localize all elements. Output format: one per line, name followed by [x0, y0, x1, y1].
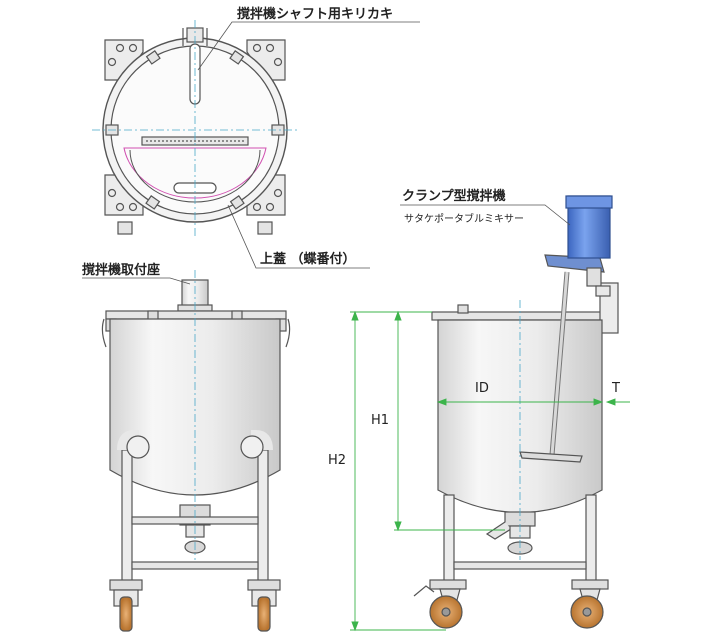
label-mixer-mount: 撹拌機取付座	[82, 262, 160, 278]
corner-brackets	[104, 39, 286, 216]
front-view	[101, 279, 291, 632]
dim-h1: H1	[371, 413, 389, 428]
label-clamp-mixer: クランプ型撹拌機	[402, 188, 506, 204]
label-lid: 上蓋 （蝶番付）	[260, 251, 356, 267]
leader-clamp-mixer	[400, 204, 571, 226]
label-portable-mixer: サタケポータブルミキサー	[404, 212, 524, 225]
dim-id: ID	[475, 381, 489, 396]
dim-h2: H2	[328, 453, 346, 468]
dimension-lines	[350, 310, 630, 632]
dim-t: T	[611, 381, 620, 396]
leader-shaft-key	[197, 21, 420, 71]
side-view	[413, 195, 619, 629]
leader-lid	[227, 204, 370, 269]
top-centerlines	[92, 20, 298, 238]
leader-mixer-mount	[82, 277, 191, 285]
label-shaft-key: 撹拌機シャフト用キリカキ	[237, 6, 393, 22]
